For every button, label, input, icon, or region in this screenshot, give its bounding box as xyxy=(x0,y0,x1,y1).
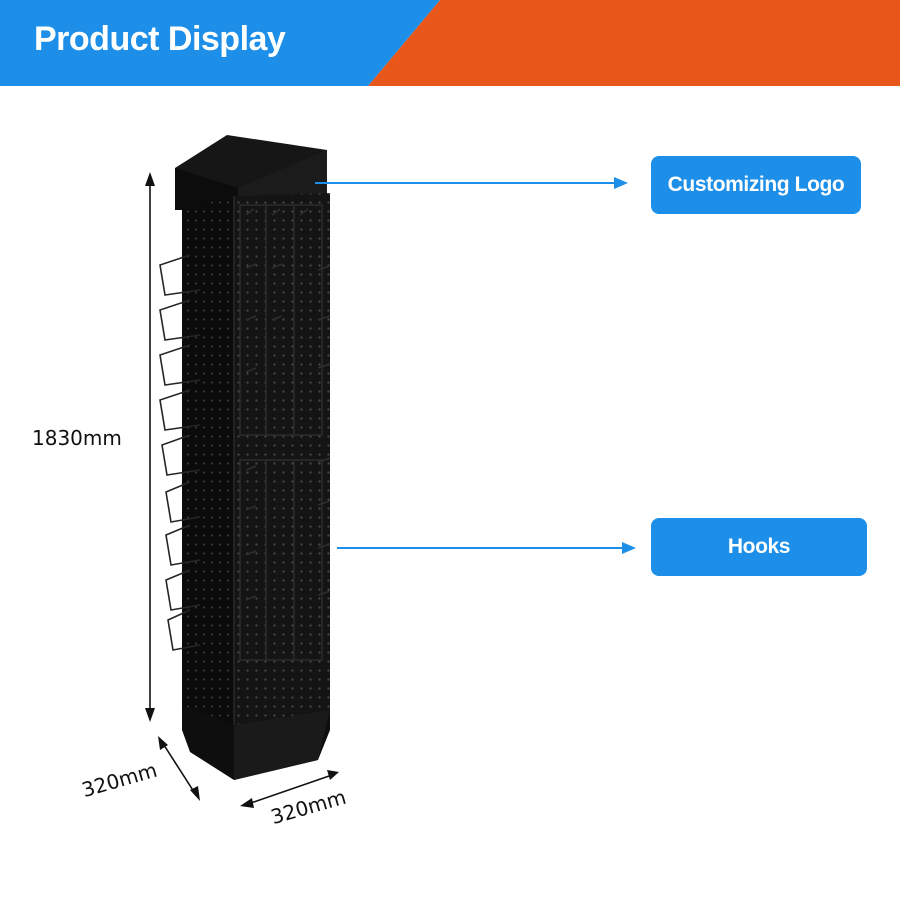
display-tower xyxy=(159,135,331,780)
front-hooks xyxy=(245,208,331,601)
height-dimension-label: 1830mm xyxy=(32,426,122,450)
tower-side-panel xyxy=(182,196,234,728)
height-dimension-line xyxy=(145,172,155,722)
width-dimension-line xyxy=(240,770,339,808)
banner-blue-band xyxy=(0,0,440,86)
logo-pointer-arrow xyxy=(315,177,628,189)
hooks-pointer-arrow xyxy=(337,542,636,554)
depth-dimension-line xyxy=(158,736,200,801)
customizing-logo-callout: Customizing Logo xyxy=(651,156,861,214)
hooks-callout: Hooks xyxy=(651,518,867,576)
header-banner xyxy=(0,0,900,86)
banner-orange-band xyxy=(368,0,900,86)
page-title: Product Display xyxy=(34,20,286,58)
hook-grid xyxy=(239,204,323,661)
side-basket-hooks xyxy=(159,254,201,651)
